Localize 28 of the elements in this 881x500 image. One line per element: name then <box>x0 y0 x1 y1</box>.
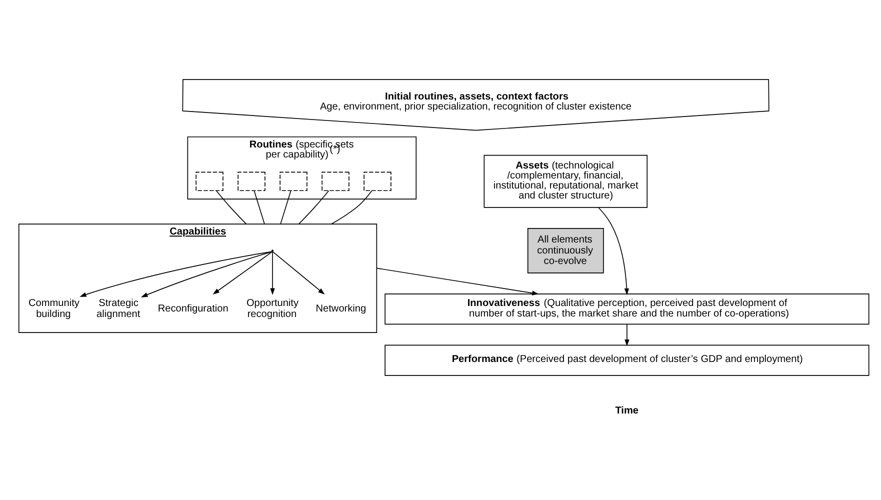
arrow <box>270 250 275 294</box>
node-box <box>280 171 308 191</box>
node-box <box>322 171 350 191</box>
arrow <box>272 250 325 294</box>
node-box: Innovativeness (Qualitative perception, perceived past development of number of start-ups, the market share and the number of co-operations) <box>384 293 870 324</box>
arrow <box>80 250 273 296</box>
node-box: Performance (Perceived past development of cluster’s GDP and employment) <box>384 344 870 376</box>
connector <box>330 190 372 224</box>
label: Time <box>615 404 639 416</box>
arrow <box>376 267 539 295</box>
node-box <box>364 171 392 191</box>
arrow <box>624 323 630 346</box>
node-text: Reconfiguration <box>158 303 228 314</box>
connector <box>216 190 247 224</box>
connector <box>298 190 330 224</box>
node-text: Opportunity recognition <box>246 298 299 320</box>
node-text: Strategic alignment <box>96 298 140 320</box>
node-box <box>196 171 224 191</box>
node-box: Assets (technological /complementary, financial, institutional, reputational, market and cluster structure) <box>484 154 648 208</box>
arrow <box>140 250 273 297</box>
node-box: All elements continuously co-evolve <box>527 228 604 273</box>
node-text: Networking <box>316 303 366 314</box>
arrow <box>212 250 273 294</box>
arrow <box>598 206 630 295</box>
node-text: Community building <box>28 298 80 320</box>
connector <box>280 190 292 224</box>
connector <box>254 190 265 224</box>
node-box <box>238 171 266 191</box>
